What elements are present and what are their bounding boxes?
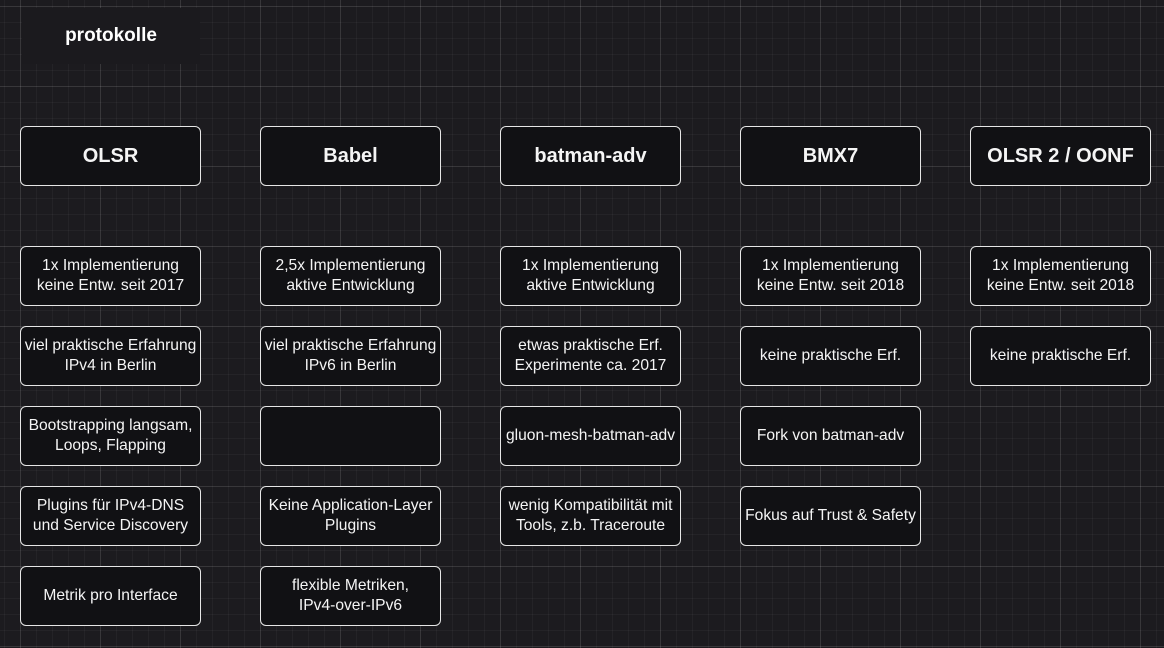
note-bmx7-experience[interactable]: keine praktische Erf. [740,326,921,386]
note-babel-metric[interactable]: flexible Metriken, IPv4-over-IPv6 [260,566,441,626]
frame-title: protokolle [22,8,200,64]
note-olsr-metric[interactable]: Metrik pro Interface [20,566,201,626]
note-babel-plugins[interactable]: Keine Application-Layer Plugins [260,486,441,546]
note-olsr-issues[interactable]: Bootstrapping langsam, Loops, Flapping [20,406,201,466]
protocol-header-babel[interactable]: Babel [260,126,441,186]
note-bmx7-focus[interactable]: Fokus auf Trust & Safety [740,486,921,546]
note-olsr-experience[interactable]: viel praktische Erfahrung IPv4 in Berlin [20,326,201,386]
note-olsr-implementation[interactable]: 1x Implementierung keine Entw. seit 2017 [20,246,201,306]
protocol-header-olsr[interactable]: OLSR [20,126,201,186]
note-batman-implementation[interactable]: 1x Implementierung aktive Entwicklung [500,246,681,306]
note-batman-gluon[interactable]: gluon-mesh-batman-adv [500,406,681,466]
protocol-header-olsr2-oonf[interactable]: OLSR 2 / OONF [970,126,1151,186]
note-babel-empty[interactable] [260,406,441,466]
note-batman-compatibility[interactable]: wenig Kompatibilität mit Tools, z.b. Tra… [500,486,681,546]
protocol-header-batman-adv[interactable]: batman-adv [500,126,681,186]
note-babel-experience[interactable]: viel praktische Erfahrung IPv6 in Berlin [260,326,441,386]
note-bmx7-implementation[interactable]: 1x Implementierung keine Entw. seit 2018 [740,246,921,306]
note-bmx7-fork[interactable]: Fork von batman-adv [740,406,921,466]
note-babel-implementation[interactable]: 2,5x Implementierung aktive Entwicklung [260,246,441,306]
note-batman-experience[interactable]: etwas praktische Erf. Experimente ca. 20… [500,326,681,386]
note-olsr2-experience[interactable]: keine praktische Erf. [970,326,1151,386]
note-olsr2-implementation[interactable]: 1x Implementierung keine Entw. seit 2018 [970,246,1151,306]
note-olsr-plugins[interactable]: Plugins für IPv4-DNS und Service Discove… [20,486,201,546]
protocol-header-bmx7[interactable]: BMX7 [740,126,921,186]
